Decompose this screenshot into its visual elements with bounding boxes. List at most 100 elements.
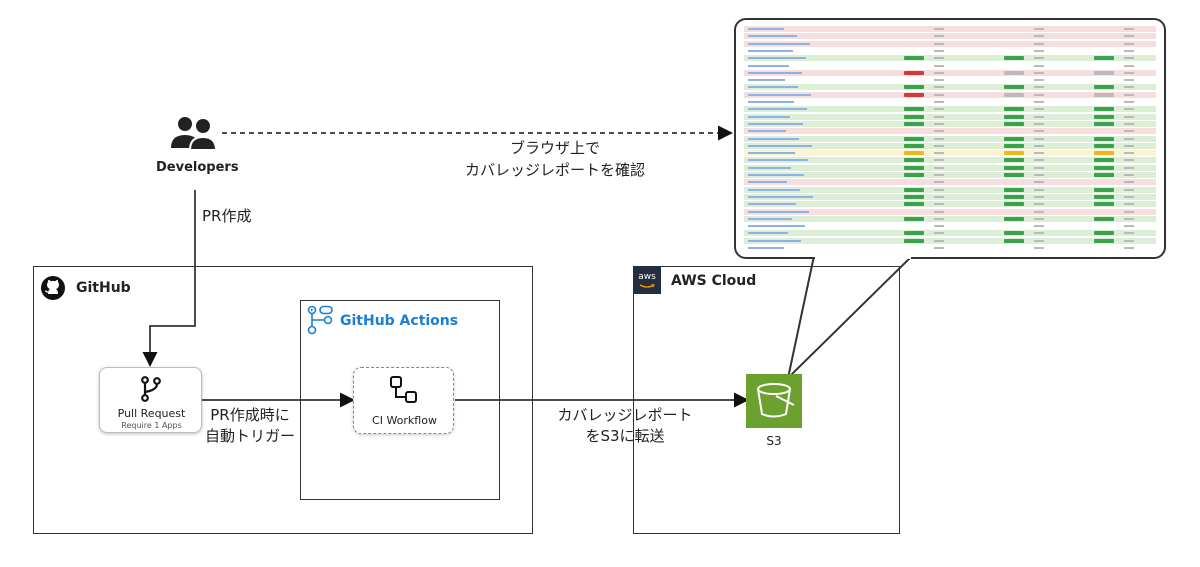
coverage-percent	[1034, 232, 1044, 235]
coverage-row	[744, 230, 1156, 237]
coverage-percent	[934, 28, 944, 30]
coverage-row	[744, 245, 1156, 251]
coverage-bar	[1094, 165, 1114, 170]
coverage-percent	[934, 93, 944, 96]
coverage-file-link	[748, 115, 790, 118]
coverage-percent	[1034, 93, 1044, 96]
coverage-percent	[1124, 64, 1134, 67]
coverage-bar	[904, 143, 924, 148]
coverage-bar	[904, 107, 924, 112]
s3-label: S3	[766, 434, 782, 448]
coverage-row	[744, 99, 1156, 105]
coverage-bar	[904, 92, 924, 97]
coverage-percent	[1124, 232, 1134, 235]
coverage-percent	[1034, 71, 1044, 74]
s3-bucket-icon[interactable]	[746, 374, 802, 428]
coverage-percent	[1124, 93, 1134, 96]
coverage-file-link	[748, 195, 813, 198]
coverage-file-link	[748, 28, 784, 30]
coverage-file-link	[748, 144, 812, 147]
coverage-bar	[1004, 158, 1024, 163]
aws-logo-icon: aws	[633, 266, 661, 294]
coverage-row	[744, 237, 1156, 244]
coverage-row	[744, 106, 1156, 113]
coverage-percent	[1034, 181, 1044, 184]
coverage-percent	[1034, 122, 1044, 125]
coverage-bar	[1004, 231, 1024, 236]
coverage-bar	[1094, 136, 1114, 141]
coverage-bar	[1004, 92, 1024, 97]
coverage-percent	[1124, 71, 1134, 74]
pull-request-node[interactable]: Pull Request Require 1 Apps	[99, 367, 202, 433]
coverage-row	[744, 113, 1156, 120]
coverage-bar	[1004, 107, 1024, 112]
arrow-pr-create	[142, 190, 196, 367]
coverage-percent	[934, 144, 944, 147]
coverage-bar	[1094, 194, 1114, 199]
coverage-percent	[934, 239, 944, 242]
transfer-label: カバレッジレポート をS3に転送	[545, 405, 705, 447]
coverage-percent	[934, 137, 944, 140]
pr-create-label: PR作成	[202, 207, 252, 225]
coverage-percent	[1034, 174, 1044, 176]
coverage-bar	[904, 136, 924, 141]
coverage-file-link	[748, 181, 787, 184]
coverage-file-link	[748, 108, 807, 111]
trigger-line2: 自動トリガー	[204, 427, 295, 445]
users-icon	[168, 112, 222, 156]
coverage-bar	[1094, 56, 1114, 61]
coverage-percent	[934, 86, 944, 89]
coverage-percent	[1124, 108, 1134, 111]
coverage-percent	[1034, 28, 1044, 30]
coverage-row	[744, 128, 1156, 135]
coverage-percent	[1124, 115, 1134, 118]
coverage-row	[744, 40, 1156, 47]
coverage-percent	[1124, 49, 1134, 52]
coverage-row	[744, 55, 1156, 62]
coverage-percent	[1124, 217, 1134, 220]
coverage-row	[744, 179, 1156, 186]
coverage-bar	[1094, 187, 1114, 192]
coverage-file-link	[748, 232, 788, 235]
coverage-percent	[1034, 108, 1044, 111]
coverage-bar	[1004, 143, 1024, 148]
coverage-file-link	[748, 93, 811, 96]
coverage-percent	[934, 210, 944, 213]
coverage-percent	[934, 188, 944, 191]
coverage-report-callout	[734, 18, 1166, 259]
coverage-percent	[1124, 152, 1134, 155]
github-icon	[40, 275, 66, 301]
coverage-bar	[1094, 143, 1114, 148]
coverage-bar	[904, 231, 924, 236]
coverage-row	[744, 201, 1156, 208]
coverage-percent	[934, 115, 944, 118]
coverage-bar	[904, 158, 924, 163]
coverage-bar	[1094, 107, 1114, 112]
coverage-row	[744, 193, 1156, 200]
ci-workflow-node[interactable]: CI Workflow	[353, 367, 454, 434]
coverage-bar	[1094, 216, 1114, 221]
coverage-bar	[904, 238, 924, 243]
coverage-bar	[1094, 92, 1114, 97]
workflow-icon	[389, 375, 419, 405]
coverage-percent	[934, 195, 944, 198]
coverage-percent	[1124, 203, 1134, 206]
coverage-percent	[934, 42, 944, 45]
coverage-percent	[1124, 57, 1134, 60]
developers-label: Developers	[156, 160, 239, 175]
coverage-bar	[904, 151, 924, 156]
coverage-percent	[1124, 159, 1134, 162]
coverage-percent	[1124, 239, 1134, 242]
coverage-percent	[934, 166, 944, 169]
coverage-percent	[1124, 130, 1134, 133]
coverage-row	[744, 164, 1156, 171]
coverage-bar	[904, 85, 924, 90]
coverage-bar	[904, 173, 924, 177]
coverage-bar	[904, 56, 924, 61]
coverage-percent	[1034, 86, 1044, 89]
coverage-percent	[1034, 152, 1044, 155]
coverage-percent	[934, 130, 944, 133]
coverage-percent	[1124, 210, 1134, 213]
coverage-bar	[1094, 70, 1114, 75]
coverage-percent	[934, 35, 944, 38]
